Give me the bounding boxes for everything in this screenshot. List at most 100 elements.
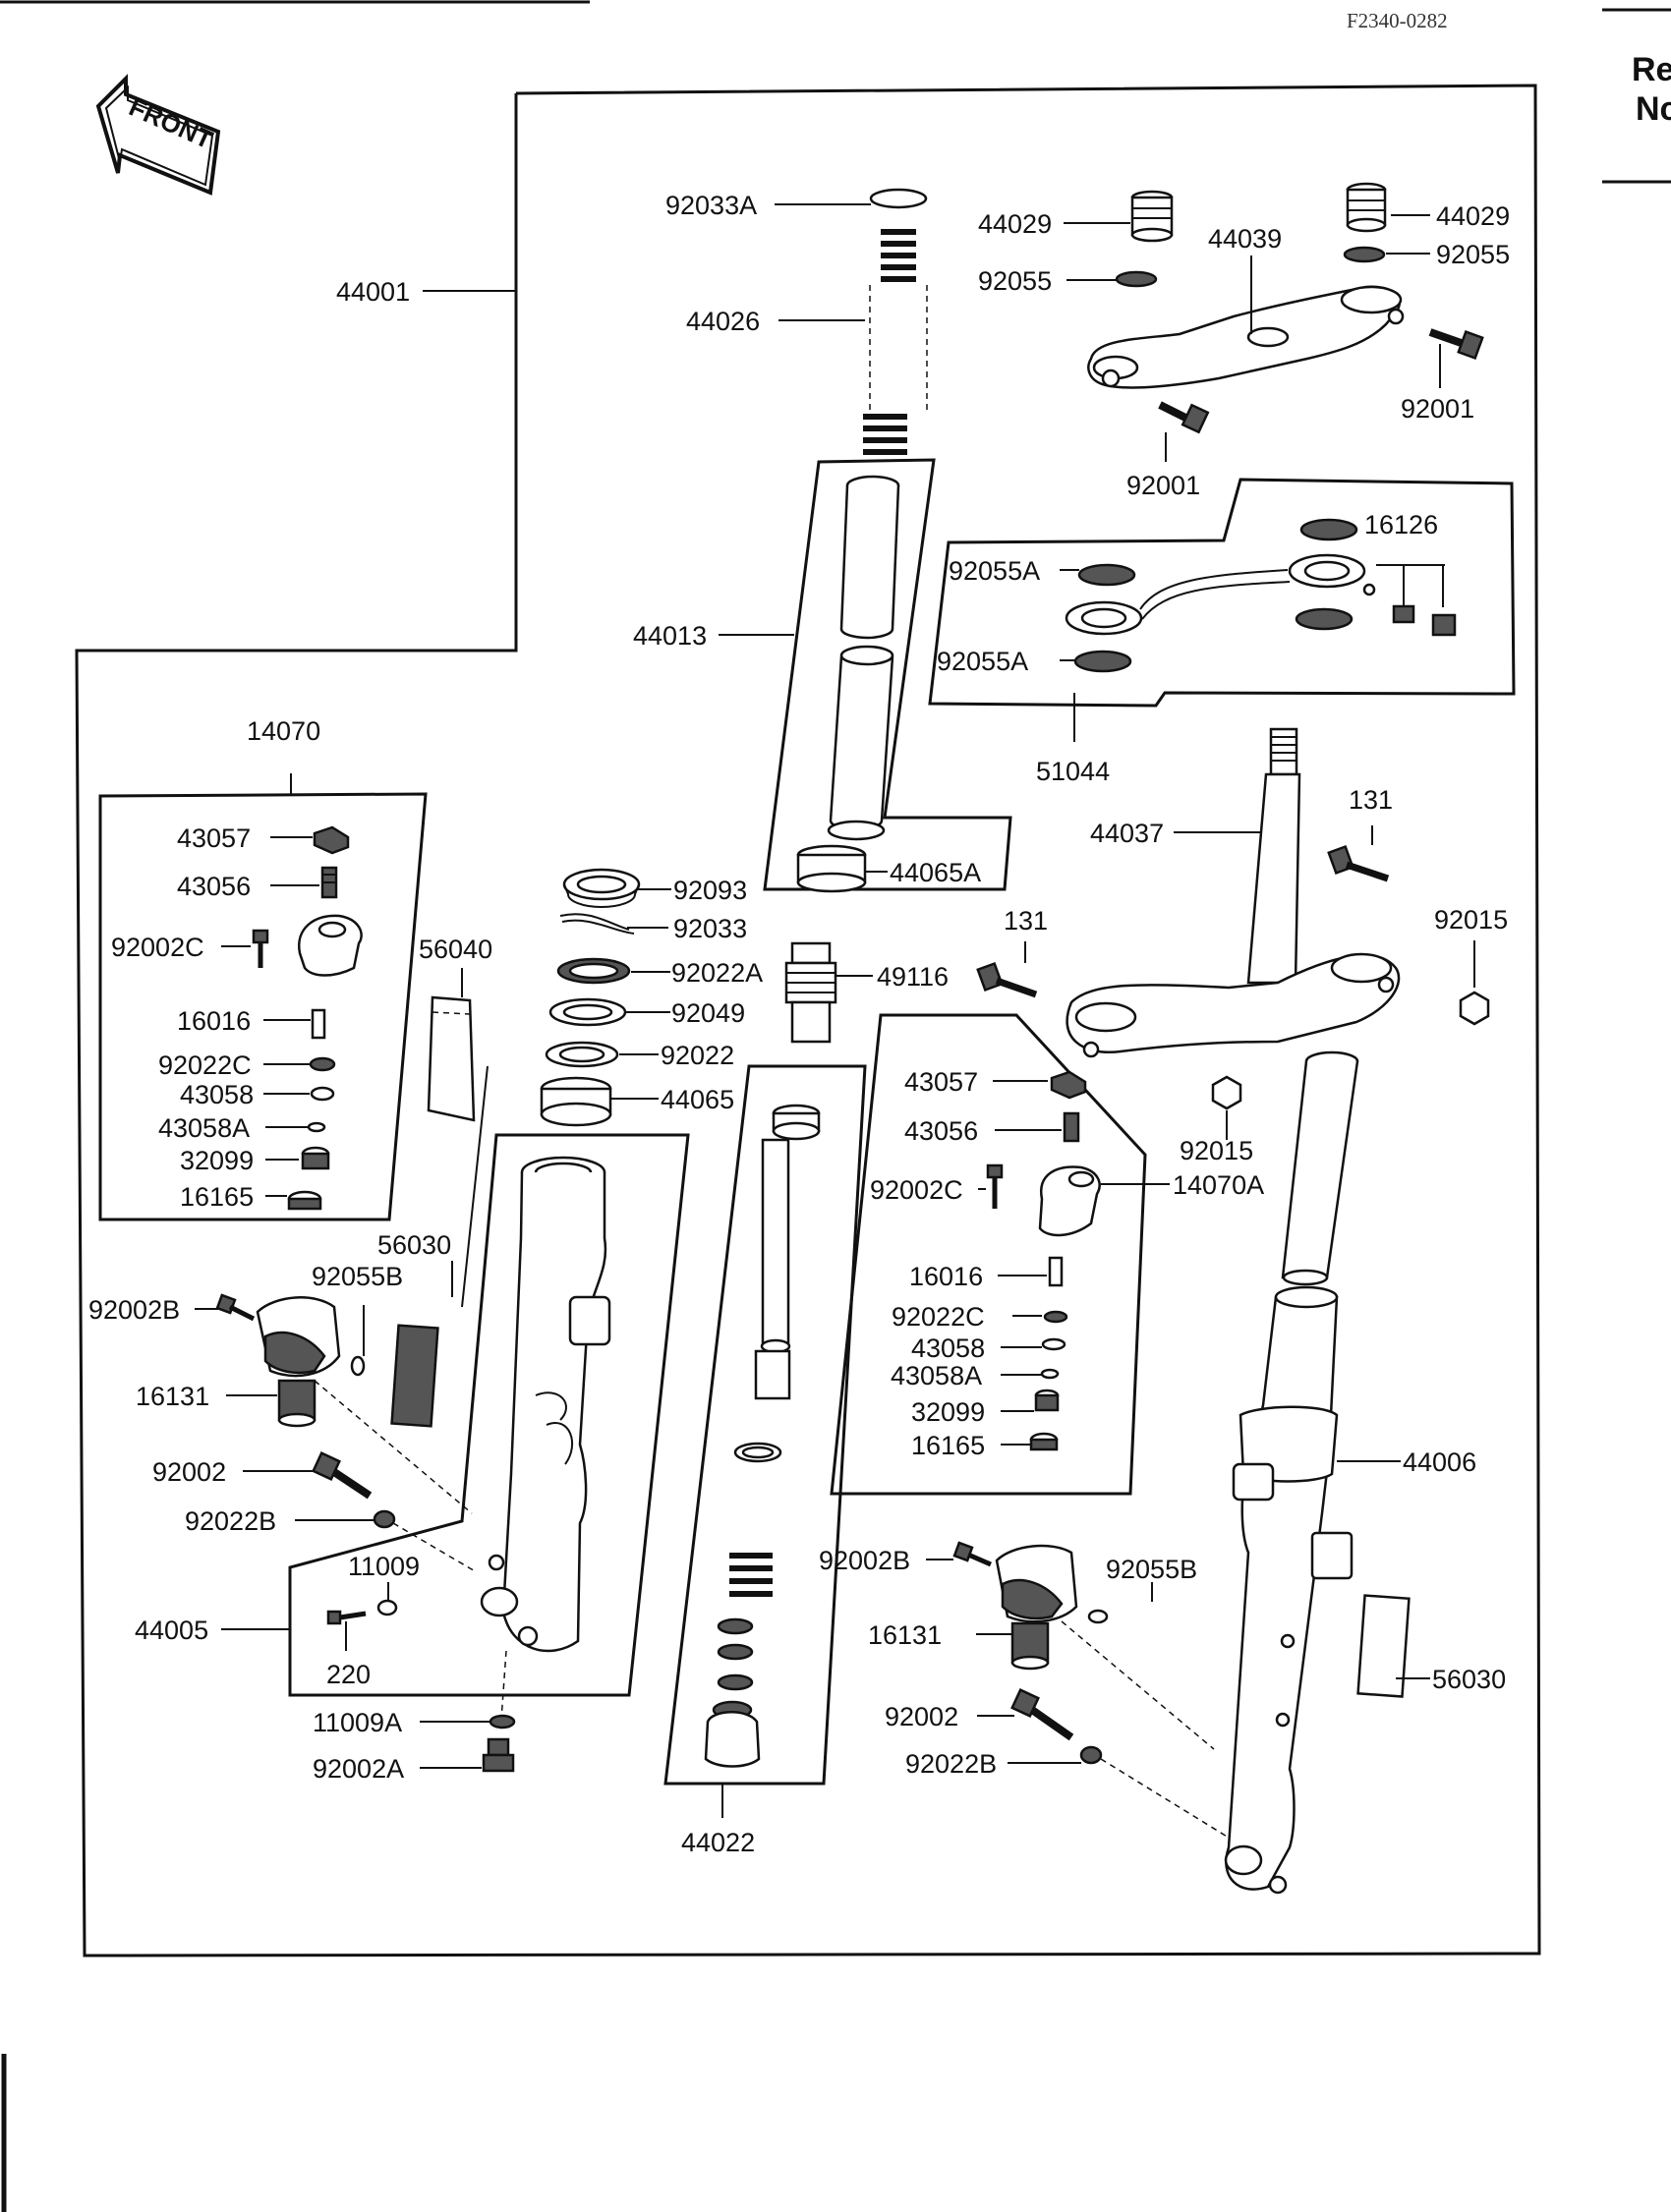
nut-92015-bottom [1211,1075,1242,1110]
label-14070A: 14070A [1173,1170,1264,1200]
label-16131-left: 16131 [136,1382,209,1411]
label-56040: 56040 [419,935,492,964]
box-44013 [763,458,1012,891]
valve-49116 [784,941,837,1044]
side-text-2: Nc [1636,90,1671,128]
label-44065: 44065 [661,1085,734,1114]
label-43058A-left: 43058A [158,1113,250,1143]
side-text-1: Re [1632,51,1671,88]
part-labels: 92033A 44029 44029 44039 92055 92055 440… [88,191,1510,1857]
label-44022: 44022 [681,1828,755,1857]
washer-92022B-left [373,1509,396,1529]
label-16126: 16126 [1364,510,1438,539]
label-44001: 44001 [336,277,410,307]
o-ring-92055-right [1343,246,1386,263]
o-ring-92033A [869,188,928,209]
label-43056-mid: 43056 [904,1116,978,1146]
label-92022C-mid: 92022C [892,1302,985,1332]
assembly-boundary [75,84,1541,1957]
label-32099-mid: 32099 [911,1397,985,1427]
washer-92022B-right [1079,1745,1103,1765]
label-92002-left: 92002 [152,1457,226,1487]
box-44005 [288,1133,690,1697]
label-44039: 44039 [1208,224,1282,254]
label-43056-left: 43056 [177,872,251,901]
label-44006: 44006 [1403,1447,1476,1477]
label-92002-right: 92002 [885,1702,958,1731]
spring-44026 [863,229,928,455]
label-44037: 44037 [1090,819,1164,848]
cap-44029-left [1130,190,1174,243]
label-92022A: 92022A [671,958,763,988]
label-44065A: 44065A [890,858,981,887]
label-92002C-left: 92002C [111,933,204,962]
label-92022B-left: 92022B [185,1506,276,1536]
label-92055-left: 92055 [978,266,1052,296]
label-44005: 44005 [135,1616,208,1645]
label-92022C-left: 92022C [158,1050,252,1080]
o-ring-92055-left [1115,270,1158,288]
damper-rod-44022 [704,1104,821,1768]
leader-lines [195,203,1475,1818]
figure-code: F2340-0282 [1347,9,1448,32]
decal-56030-left [390,1324,439,1428]
cap-44029-right [1346,182,1387,233]
label-92055B-right: 92055B [1106,1555,1197,1584]
bolt-131-right [1327,844,1390,882]
screw-220 [326,1610,367,1625]
label-92002B-left: 92002B [88,1295,180,1325]
cable-assembly-51044 [1065,518,1457,673]
label-43058-left: 43058 [180,1080,254,1109]
label-49116: 49116 [877,962,949,992]
top-bridge-44039 [1087,285,1405,389]
bolt-92002-left [312,1451,373,1500]
label-43058A-mid: 43058A [891,1361,982,1390]
label-16016-mid: 16016 [909,1262,983,1291]
nut-92015-top [1459,991,1490,1026]
label-51044: 51044 [1036,757,1110,786]
label-131-mid: 131 [1004,906,1048,936]
label-92055A-top: 92055A [949,556,1040,586]
label-44029-right: 44029 [1436,201,1510,231]
label-92001-right: 92001 [1401,394,1474,424]
washer-11009A [489,1714,516,1730]
label-16016-left: 16016 [177,1006,251,1036]
fork-tube-44013 [827,475,900,841]
box-44022 [663,1064,867,1786]
label-92093: 92093 [673,876,747,905]
label-92001-bottom: 92001 [1126,471,1200,500]
bolt-92002A [482,1737,515,1773]
label-14070: 14070 [247,716,320,746]
adjuster-16131-right [952,1541,1078,1671]
label-92002A: 92002A [313,1754,404,1784]
label-16165-left: 16165 [180,1182,254,1212]
bolt-92002-right [1010,1688,1074,1741]
label-16165-mid: 16165 [911,1431,985,1460]
label-131-right: 131 [1349,785,1393,815]
o-ring-92055B-left [350,1355,366,1377]
label-43057-left: 43057 [177,823,251,853]
label-92002B-right: 92002B [819,1546,910,1575]
bolt-92001-right [1428,328,1484,361]
label-92033A: 92033A [665,191,757,220]
bushing-44065A [796,844,867,893]
label-11009A: 11009A [313,1708,402,1737]
label-11009: 11009 [348,1552,420,1581]
label-92002C-mid: 92002C [870,1175,963,1205]
label-43057-mid: 43057 [904,1067,978,1097]
o-ring-92055B-right [1087,1609,1109,1624]
parts-14070 [252,825,363,1211]
label-56030-right: 56030 [1432,1665,1506,1694]
label-43058-mid: 43058 [911,1333,985,1363]
label-92033: 92033 [673,914,747,943]
decal-56040 [427,995,476,1122]
top-bridge-group [1087,182,1484,434]
washer-11009 [376,1599,398,1616]
label-32099-left: 32099 [180,1146,254,1175]
label-92049: 92049 [671,998,745,1028]
label-92022B-right: 92022B [905,1749,997,1779]
seal-stack [540,868,641,1127]
outer-tube-44005 [480,1156,611,1653]
parts-14070A [986,1070,1101,1451]
